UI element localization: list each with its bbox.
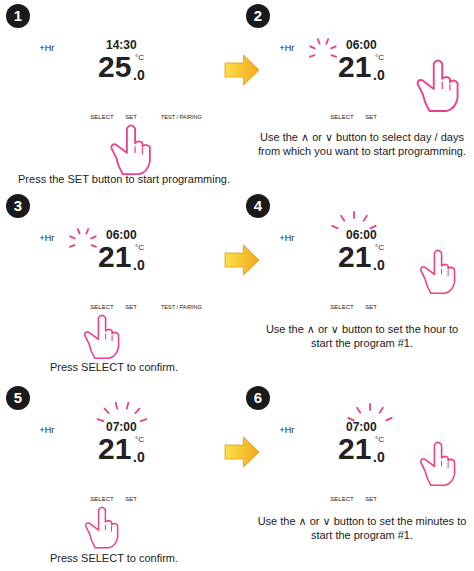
button-label: +Hr bbox=[268, 426, 306, 435]
button-label: +Hr bbox=[28, 426, 66, 435]
step-number-badge: 4 bbox=[246, 194, 270, 218]
step-instruction: Press the SET button to start programmin… bbox=[6, 172, 242, 186]
button-label: SELECT bbox=[86, 304, 118, 310]
blink-indicator bbox=[332, 212, 376, 228]
thermostat-device: +Hr 06:0021.0 °C SELECTSET bbox=[262, 200, 462, 318]
blink-indicator bbox=[310, 39, 336, 57]
step-instruction: Use the ∧ or ∨ button to set the minutes… bbox=[257, 514, 467, 542]
blink-indicator bbox=[70, 229, 96, 247]
time-readout: 06:00 bbox=[346, 39, 377, 51]
step-number: 4 bbox=[246, 198, 270, 213]
step-arrow bbox=[225, 245, 259, 275]
button-label: SET bbox=[120, 114, 142, 120]
button-label: SELECT bbox=[326, 496, 358, 502]
button-label: SET bbox=[360, 496, 382, 502]
time-readout: 14:30 bbox=[106, 39, 137, 51]
unit-label: °C bbox=[135, 244, 144, 252]
step-instruction: Press SELECT to confirm. bbox=[9, 360, 219, 374]
thermostat-device: +Hr 14:3025.0 °C SELECTSET TEST / PAIRING bbox=[22, 10, 222, 128]
temperature-decimal: .0 bbox=[133, 450, 145, 464]
thermostat-device: +Hr 07:0021.0 °C SELECTSET bbox=[262, 392, 462, 510]
temperature-readout: 21 bbox=[338, 52, 371, 82]
button-label: SELECT bbox=[86, 496, 118, 502]
button-label: SET bbox=[360, 304, 382, 310]
step-number-badge: 5 bbox=[6, 386, 30, 410]
unit-label: °C bbox=[375, 436, 384, 444]
step-number: 6 bbox=[246, 390, 270, 405]
temperature-decimal: .0 bbox=[133, 258, 145, 272]
temperature-decimal: .0 bbox=[373, 450, 385, 464]
button-label: TEST / PAIRING bbox=[161, 115, 202, 121]
step-number: 5 bbox=[6, 390, 30, 405]
step-number-badge: 3 bbox=[6, 194, 30, 218]
temperature-readout: 21 bbox=[98, 242, 131, 272]
step-instruction: Use the ∧ or ∨ button to set the hour to… bbox=[257, 322, 467, 350]
pointing-hand bbox=[418, 60, 458, 111]
blink-indicator bbox=[98, 403, 147, 421]
temperature-readout: 21 bbox=[338, 242, 371, 272]
button-label: SET bbox=[120, 496, 142, 502]
button-label: SELECT bbox=[326, 114, 358, 120]
blink-indicator bbox=[348, 404, 392, 420]
button-label: TEST / PAIRING bbox=[161, 305, 202, 311]
unit-label: °C bbox=[375, 54, 384, 62]
time-readout: 07:00 bbox=[106, 421, 137, 433]
temperature-readout: 21 bbox=[338, 434, 371, 464]
pointing-hand bbox=[421, 442, 455, 485]
unit-label: °C bbox=[375, 244, 384, 252]
temperature-decimal: .0 bbox=[133, 68, 145, 82]
step-number-badge: 1 bbox=[6, 4, 30, 28]
temperature-decimal: .0 bbox=[373, 68, 385, 82]
pointing-hand bbox=[421, 250, 455, 293]
temperature-decimal: .0 bbox=[373, 258, 385, 272]
thermostat-device: +Hr 06:0021.0 °C SELECTSET bbox=[262, 10, 462, 128]
button-label: +Hr bbox=[28, 44, 66, 53]
thermostat-device: +Hr 06:0021.0 °C SELECTSET TEST / PAIRING bbox=[22, 200, 222, 318]
unit-label: °C bbox=[135, 436, 144, 444]
temperature-readout: 25 bbox=[98, 52, 131, 82]
step-instruction: Press SELECT to confirm. bbox=[9, 551, 219, 565]
button-label: SET bbox=[360, 114, 382, 120]
button-label: +Hr bbox=[268, 44, 306, 53]
pointing-hand bbox=[85, 315, 119, 358]
pointing-hand bbox=[86, 507, 118, 547]
step-number: 3 bbox=[6, 198, 30, 213]
time-readout: 07:00 bbox=[346, 421, 377, 433]
step-arrow bbox=[225, 55, 259, 85]
step-number-badge: 6 bbox=[246, 386, 270, 410]
step-number: 1 bbox=[6, 8, 30, 23]
step-number-badge: 2 bbox=[246, 4, 270, 28]
pointing-hand bbox=[111, 125, 150, 174]
button-label: +Hr bbox=[28, 234, 66, 243]
step-instruction: Use the ∧ or ∨ button to select day / da… bbox=[257, 130, 467, 158]
button-label: +Hr bbox=[268, 234, 306, 243]
step-arrow bbox=[225, 437, 259, 467]
unit-label: °C bbox=[135, 54, 144, 62]
time-readout: 06:00 bbox=[106, 229, 137, 241]
temperature-readout: 21 bbox=[98, 434, 131, 464]
thermostat-device: +Hr 07:0021.0 °C SELECTSET bbox=[22, 392, 222, 510]
step-number: 2 bbox=[246, 8, 270, 23]
button-label: SELECT bbox=[86, 114, 118, 120]
button-label: SET bbox=[120, 304, 142, 310]
time-readout: 06:00 bbox=[346, 229, 377, 241]
button-label: SELECT bbox=[326, 304, 358, 310]
